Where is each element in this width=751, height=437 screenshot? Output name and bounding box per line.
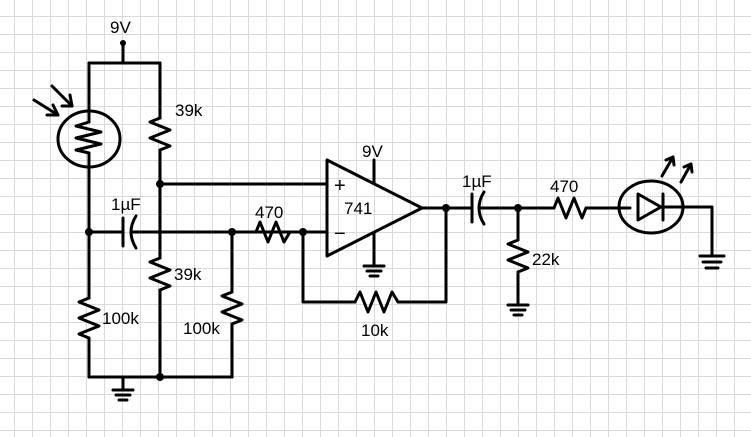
resistor-10k-label: 10k [361,321,389,340]
resistor-470-led-label: 470 [550,177,578,196]
resistor-39k-top: 39k [148,61,203,260]
capacitor-output-label: 1µF [462,172,492,191]
resistor-100k-right: 100k [183,228,244,379]
junction-output [442,204,450,212]
capacitor-input: 1µF [87,195,307,250]
photoresistor-circle [56,109,122,169]
opamp-plus-sign: + [334,175,346,197]
light-emission-icon [660,155,694,184]
resistor-10k-feedback: 10k [301,206,448,340]
resistor-100k-right-label: 100k [183,319,220,338]
ground-icon-left [111,375,135,402]
ground-icon-led [698,254,726,270]
light-arrow-icon [32,84,74,117]
resistor-100k-left-label: 100k [102,309,139,328]
opamp-741: + − 741 9V [325,142,424,268]
led-diode [617,155,714,258]
junction-divider [156,180,164,188]
ground-icon-shunt [506,303,530,317]
photoresistor [32,61,122,234]
resistor-39k-mid: 39k [148,256,202,379]
resistor-470-input-label: 470 [255,203,283,222]
resistor-22k-shunt: 22k [506,204,560,307]
resistor-470-led: 470 [550,177,632,220]
opamp-minus-sign: − [334,223,346,245]
resistor-39k-mid-label: 39k [174,265,202,284]
capacitor-output: 1µF [462,172,556,226]
resistor-100k-left: 100k [77,230,139,379]
resistor-39k-top-label: 39k [175,101,203,120]
resistor-470-input: 470 [254,203,292,244]
supply-9v-top: 9V [110,18,131,65]
resistor-22k-label: 22k [532,250,560,269]
supply-9v-label: 9V [110,18,131,37]
ground-icon-opamp [362,264,386,278]
capacitor-input-label: 1µF [111,195,141,214]
supply-9v-opamp-label: 9V [362,142,383,161]
opamp-label: 741 [344,199,372,218]
